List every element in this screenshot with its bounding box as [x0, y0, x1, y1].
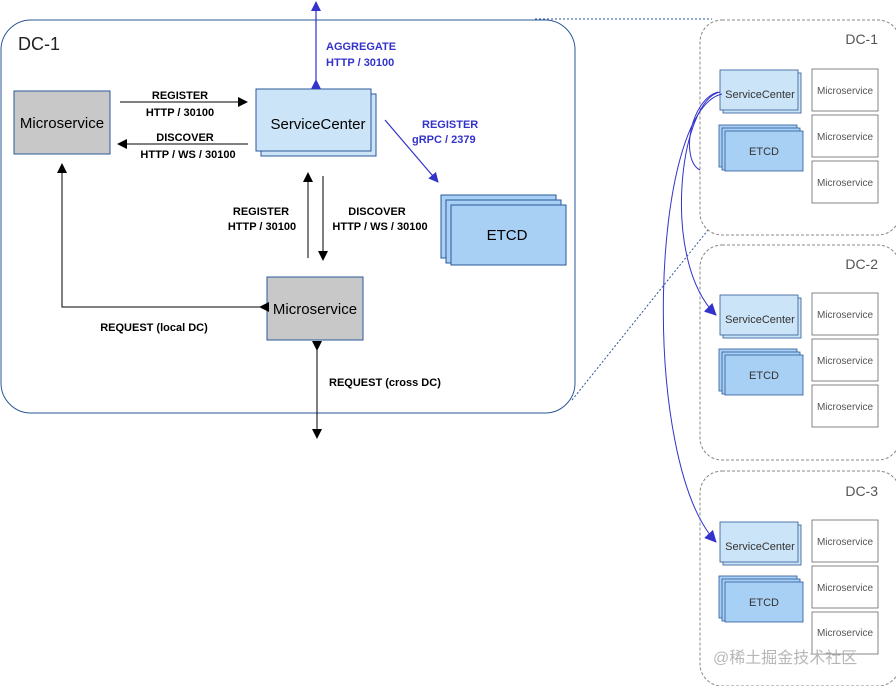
side-etcd-label: ETCD	[749, 146, 779, 158]
side-dc-title: DC-1	[845, 31, 878, 47]
side-etcd-label: ETCD	[749, 370, 779, 382]
side-microservice-label: Microservice	[817, 86, 874, 97]
register-top-label-2: HTTP / 30100	[146, 107, 214, 119]
side-dc-2: DC-2 ServiceCenter ETCD Microservice Mic…	[699, 244, 896, 461]
side-microservice-1[interactable]: Microservice	[811, 292, 879, 336]
side-microservice-label: Microservice	[817, 356, 874, 367]
request-local-arrow	[57, 163, 269, 312]
register-grpc-label-2: gRPC / 2379	[412, 134, 476, 146]
side-dc-title: DC-2	[845, 256, 878, 272]
side-microservice-3[interactable]: Microservice	[811, 384, 879, 428]
microservice-left-label: Microservice	[20, 115, 104, 132]
side-service-center[interactable]: ServiceCenter	[719, 69, 802, 114]
service-center-box[interactable]: ServiceCenter	[255, 88, 377, 157]
side-microservice-2[interactable]: Microservice	[811, 114, 879, 158]
side-microservice-label: Microservice	[817, 628, 874, 639]
side-service-center[interactable]: ServiceCenter	[719, 294, 802, 339]
side-service-center[interactable]: ServiceCenter	[719, 521, 802, 566]
etcd-label: ETCD	[487, 227, 528, 244]
side-etcd[interactable]: ETCD	[718, 575, 804, 623]
service-center-label: ServiceCenter	[270, 116, 365, 133]
register-grpc-arrow	[384, 119, 439, 183]
discover-top-label-2: HTTP / WS / 30100	[140, 149, 235, 161]
discover-mid-label-2: HTTP / WS / 30100	[332, 221, 427, 233]
side-microservice-1[interactable]: Microservice	[811, 519, 879, 563]
side-service-center-label: ServiceCenter	[725, 89, 795, 101]
microservice-bottom-label: Microservice	[273, 301, 357, 318]
side-microservice-label: Microservice	[817, 402, 874, 413]
microservice-bottom-box[interactable]: Microservice	[266, 276, 364, 341]
side-microservice-3[interactable]: Microservice	[811, 160, 879, 204]
main-dc-container: DC-1	[0, 19, 576, 414]
register-mid-label-2: HTTP / 30100	[228, 221, 296, 233]
side-service-center-label: ServiceCenter	[725, 541, 795, 553]
request-local-label: REQUEST (local DC)	[100, 322, 208, 334]
side-service-center-label: ServiceCenter	[725, 314, 795, 326]
watermark: @稀土掘金技术社区	[713, 649, 857, 667]
side-etcd-label: ETCD	[749, 597, 779, 609]
side-microservice-label: Microservice	[817, 583, 874, 594]
side-microservice-1[interactable]: Microservice	[811, 68, 879, 112]
microservice-left-box[interactable]: Microservice	[13, 90, 111, 155]
etcd-box[interactable]: ETCD	[440, 194, 567, 266]
side-dc-title: DC-3	[845, 483, 878, 499]
register-top-label-1: REGISTER	[152, 90, 208, 102]
side-microservice-2[interactable]: Microservice	[811, 338, 879, 382]
side-microservice-label: Microservice	[817, 132, 874, 143]
cross-dc-arc-dc3	[662, 93, 723, 543]
zoom-connector-bottom	[571, 224, 713, 401]
discover-mid-label-1: DISCOVER	[348, 206, 406, 218]
cross-dc-arc-dc2	[681, 91, 721, 316]
side-etcd[interactable]: ETCD	[718, 348, 804, 396]
aggregate-label-1: AGGREGATE	[326, 41, 396, 53]
side-dc-1: DC-1 ServiceCenter ETCD Microservice Mic…	[699, 19, 896, 236]
discover-top-label-1: DISCOVER	[156, 132, 214, 144]
side-microservice-label: Microservice	[817, 178, 874, 189]
register-mid-label-1: REGISTER	[233, 206, 289, 218]
request-cross-label: REQUEST (cross DC)	[329, 377, 441, 389]
side-etcd[interactable]: ETCD	[718, 124, 804, 172]
side-dc-3: DC-3 ServiceCenter ETCD Microservice Mic…	[699, 470, 896, 686]
aggregate-label-2: HTTP / 30100	[326, 57, 394, 69]
main-dc-title: DC-1	[18, 34, 60, 54]
side-microservice-2[interactable]: Microservice	[811, 565, 879, 609]
side-microservice-label: Microservice	[817, 537, 874, 548]
register-grpc-label-1: REGISTER	[422, 119, 478, 131]
side-microservice-3[interactable]: Microservice	[811, 611, 879, 655]
side-microservice-label: Microservice	[817, 310, 874, 321]
cross-dc-arc-self	[689, 91, 719, 171]
